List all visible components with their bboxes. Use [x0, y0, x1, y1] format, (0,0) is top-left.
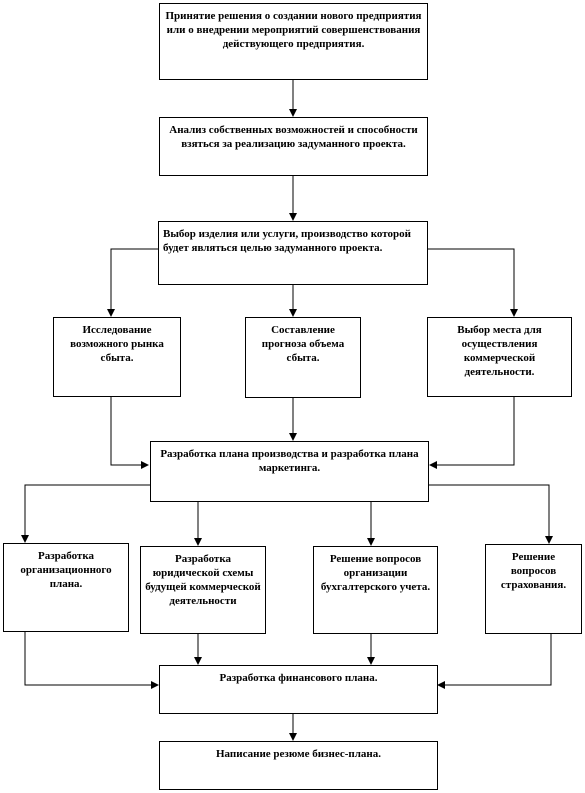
- box-decision: Принятие решения о создании нового предп…: [159, 3, 428, 80]
- arrow-market-research-to-production-marketing: [110, 397, 149, 469]
- box-product-choice-text: Выбор изделия или услуги, производство к…: [163, 228, 411, 254]
- box-financial-plan: Разработка финансового плана.: [159, 665, 438, 714]
- box-location-choice: Выбор места для осуществления коммерческ…: [427, 317, 572, 397]
- box-resume: Написание резюме бизнес-плана.: [159, 741, 438, 790]
- box-analysis: Анализ собственных возможностей и способ…: [159, 117, 428, 176]
- box-sales-forecast-text: Составление прогноза объема сбыта.: [261, 324, 345, 364]
- arrow-production-marketing-to-insurance: [429, 484, 553, 544]
- box-org-plan: Разработка организационного плана.: [3, 543, 129, 632]
- arrow-product-choice-to-market-research: [107, 248, 158, 317]
- box-product-choice: Выбор изделия или услуги, производство к…: [158, 221, 428, 285]
- box-legal-scheme-text: Разработка юридической схемы будущей ком…: [145, 553, 261, 607]
- arrow-insurance-to-financial-plan: [437, 634, 552, 689]
- box-production-marketing-text: Разработка плана производства и разработ…: [160, 448, 419, 474]
- box-analysis-text: Анализ собственных возможностей и способ…: [169, 124, 418, 150]
- box-accounting: Решение вопросов организации бухгалтерск…: [313, 546, 438, 634]
- box-decision-text: Принятие решения о создании нового предп…: [165, 10, 422, 50]
- arrow-product-choice-to-location-choice: [428, 248, 518, 317]
- box-accounting-text: Решение вопросов организации бухгалтерск…: [320, 553, 431, 593]
- box-market-research: Исследование возможного рынка сбыта.: [53, 317, 181, 397]
- box-financial-plan-text: Разработка финансового плана.: [219, 672, 378, 684]
- box-org-plan-text: Разработка организационного плана.: [20, 550, 112, 590]
- arrow-production-marketing-to-org-plan: [21, 484, 150, 543]
- box-sales-forecast: Составление прогноза объема сбыта.: [245, 317, 361, 398]
- box-resume-text: Написание резюме бизнес-плана.: [216, 748, 381, 760]
- arrow-location-choice-to-production-marketing: [429, 397, 515, 469]
- box-location-choice-text: Выбор места для осуществления коммерческ…: [457, 324, 542, 378]
- box-insurance-text: Решение вопросов страхования.: [500, 551, 567, 591]
- arrow-org-plan-to-financial-plan: [24, 632, 159, 689]
- box-market-research-text: Исследование возможного рынка сбыта.: [70, 324, 164, 364]
- box-insurance: Решение вопросов страхования.: [485, 544, 582, 634]
- box-production-marketing: Разработка плана производства и разработ…: [150, 441, 429, 502]
- box-legal-scheme: Разработка юридической схемы будущей ком…: [140, 546, 266, 634]
